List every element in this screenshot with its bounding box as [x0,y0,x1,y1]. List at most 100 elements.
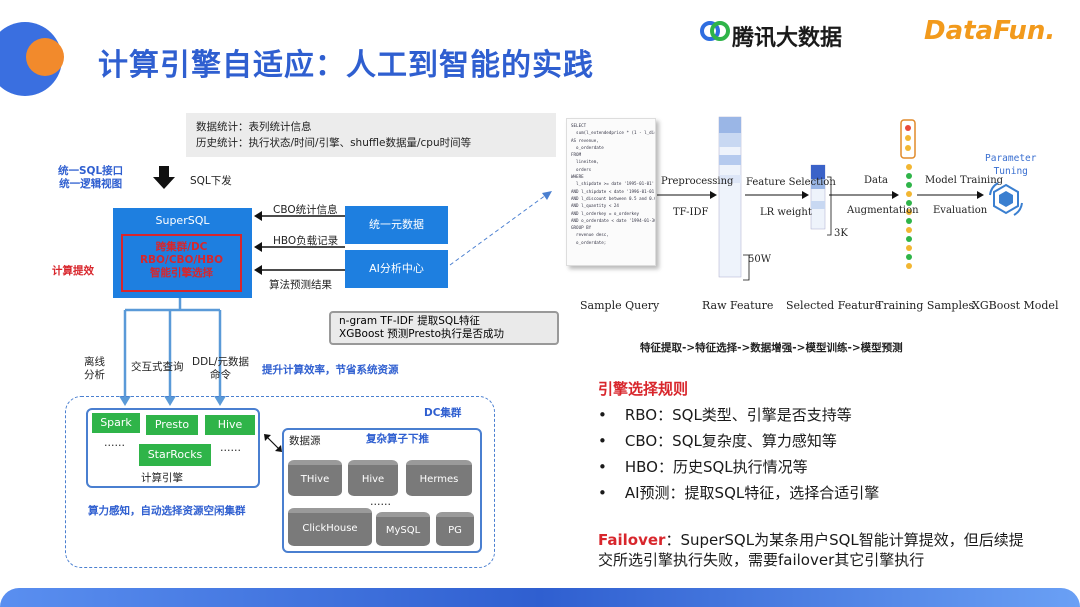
ai-note-box: n-gram TF-IDF 提取SQL特征 XGBoost 预测Presto执行… [329,311,559,345]
sql-down-arrow-icon [153,166,175,189]
ddl-label: DDL/元数据 命令 [192,356,249,382]
engine-dots-2: …… [220,442,241,454]
ml-augmentation: Augmentation [847,205,919,216]
engine-starrocks: StarRocks [139,444,211,466]
training-sample-dot [906,227,912,233]
rule-text: CBO：SQL复杂度、算力感知等 [624,432,837,450]
bidirectional-arrow-icon [264,434,282,452]
dc-cluster-label: DC集群 [424,407,462,419]
engine-spark: Spark [92,413,140,433]
unified-line-1: 统一SQL接口 [58,165,124,177]
banner-line-2: 历史统计：执行状态/时间/引擎、shuffle数据量/cpu时间等 [196,137,472,149]
engine-hive: Hive [205,415,255,435]
training-sample-dot [906,236,912,242]
ddl-line-2: 命令 [210,369,232,381]
bottom-decor-bar [0,588,1080,607]
rule-text: HBO：历史SQL执行情况等 [624,458,808,476]
source-thive: THive [288,460,342,496]
rule-item: •AI预测：提取SQL特征，选择合适引擎 [598,482,879,503]
supersql-title: SuperSQL [155,214,210,227]
sql-line: AND l_orderkey = o_orderkey [571,210,640,216]
sql-line: o_orderdate [571,144,604,150]
source-mysql: MySQL [376,512,430,546]
rule-item: •RBO：SQL类型、引擎是否支持等 [598,404,852,425]
datasource-box [282,428,482,553]
ml-evaluation: Evaluation [933,205,988,216]
ml-data: Data [864,175,888,186]
failover-label: Failover [598,531,666,549]
sql-line: revenue desc, [571,232,609,238]
offline-label: 离线 分析 [84,356,105,382]
supersql-inner-line-1: 跨集群/DC [155,241,208,253]
banner-line-1: 数据统计：表列统计信息 [196,121,312,133]
ml-bottom-training-samples: Training Samples [876,299,975,312]
ml-50w: 50W [748,254,772,265]
pushdown-label: 复杂算子下推 [366,433,429,445]
sql-line: AND l_discount between 0.5 and 0.06 [571,195,656,201]
sql-line: GROUP BY [571,225,592,231]
sql-line: AND o_orderdate < date '1994-01-30' [571,217,656,223]
training-sample-dot [906,263,912,269]
training-sample-dot [906,245,912,251]
unified-line-2: 统一逻辑视图 [59,178,123,190]
dc-cluster-region [65,396,495,568]
training-sample-dot [906,164,912,170]
rule-bullet: • [598,484,607,502]
power-aware-label: 算力感知，自动选择资源空闲集群 [88,505,246,517]
ml-3k: 3K [834,228,848,239]
ai-to-ml-arrow [449,191,552,266]
source-clickhouse: ClickHouse [288,508,372,546]
source-pg: PG [436,512,474,546]
note-line-1: n-gram TF-IDF 提取SQL特征 [339,315,481,327]
source-hive: Hive [348,460,398,496]
training-samples-dots [905,164,913,269]
ml-tfidf: TF-IDF [673,207,709,218]
ml-parameter-tuning: Parameter Tuning [985,152,1036,178]
rule-item: • HBO：历史SQL执行情况等 [598,456,808,477]
ml-lr-weight: LR weight [760,207,812,218]
failover-text: Failover：SuperSQL为某条用户SQL智能计算提效，但后续提交所选引… [598,530,1038,570]
training-sample-dot [906,173,912,179]
interactive-label: 交互式查询 [131,361,184,373]
ml-feature-selection: Feature Selection [746,177,836,188]
ml-pipeline-graphic [657,116,1023,281]
routing-lines [119,298,226,406]
brand-datafun: DataFun. [924,16,1056,46]
ml-pipeline-caption: 特征提取->特征选择->数据增强->模型训练->模型预测 [640,342,903,354]
rule-text: RBO：SQL类型、引擎是否支持等 [624,406,852,424]
failover-description: ：SuperSQL为某条用户SQL智能计算提效，但后续提交所选引擎执行失败，需要… [598,531,1024,569]
page-title: 计算引擎自适应：人工到智能的实践 [98,48,594,83]
source-dots: …… [370,496,391,508]
sample-query-code: SELECT sum(l_extendedprice * (1 - l_disc… [567,119,655,249]
rule-bullet: • [598,432,607,450]
ml-bottom-selected-feature: Selected Feature [786,299,882,312]
efficiency-label: 提升计算效率，节省系统资源 [262,364,399,376]
note-line-2: XGBoost 预测Presto执行是否成功 [339,328,505,340]
sql-line: AND l_shipdate < date '1996-01-01' [571,188,656,194]
training-sample-dot [906,182,912,188]
sql-line: l_shipdate >= date '1995-01-01' [571,181,655,187]
sql-line: AND l_quantity < 24 [571,203,619,209]
sql-down-label: SQL下发 [190,175,232,187]
training-sample-dot [906,218,912,224]
sql-line: o_orderdate; [571,239,607,245]
training-sample-dot [906,191,912,197]
sql-line: SELECT [571,123,587,128]
engine-presto: Presto [146,415,198,435]
sql-line: lineitem, [571,159,599,165]
param-tuning-line-1: Parameter [985,153,1037,164]
unified-interface-label: 统一SQL接口 统一逻辑视图 [58,165,123,191]
metadata-arrows [254,211,345,275]
supersql-inner-line-3: 智能引擎选择 [150,267,213,279]
unified-metadata-box: 统一元数据 [345,206,448,244]
training-sample-dot [906,200,912,206]
compute-boost-label: 计算提效 [52,265,94,277]
datasource-label: 数据源 [289,435,321,447]
ml-bottom-xgboost-model: XGBoost Model [972,299,1059,312]
sql-line: FROM [571,152,582,158]
rule-item: • CBO：SQL复杂度、算力感知等 [598,430,837,451]
supersql-inner-box: 跨集群/DC RBO/CBO/HBO 智能引擎选择 [121,234,242,292]
rules-title: 引擎选择规则 [598,380,689,398]
stats-banner: 数据统计：表列统计信息 历史统计：执行状态/时间/引擎、shuffle数据量/c… [186,113,556,157]
rule-bullet: • [598,458,607,476]
